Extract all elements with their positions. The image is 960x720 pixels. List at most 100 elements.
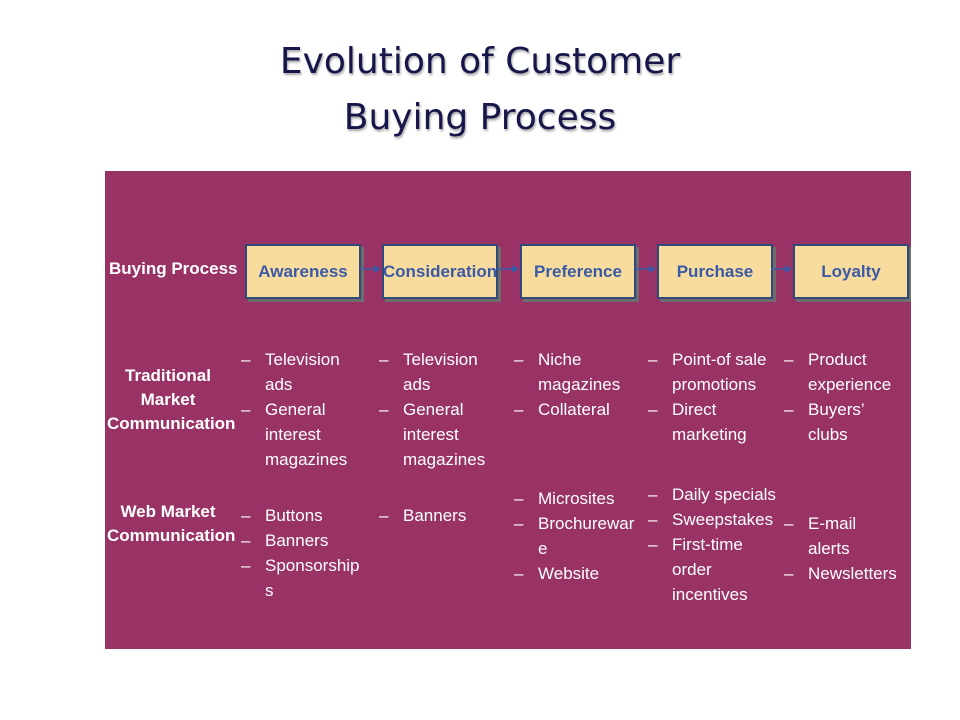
list-item-text: Buttons [265, 506, 323, 525]
dash-bullet-icon: – [241, 506, 251, 525]
title-line-2: Buying Process [343, 97, 617, 138]
list-item: –Collateral [514, 397, 646, 422]
dash-bullet-icon: – [514, 564, 524, 583]
stage-preference: Preference [520, 244, 636, 299]
list-item-text: Television [265, 350, 340, 369]
stage-loyalty: Loyalty [793, 244, 909, 299]
list-item-text: interest [265, 425, 321, 444]
list-item-text: magazines [265, 450, 348, 469]
list-item-text: Television [403, 350, 478, 369]
list-item: –Banners [241, 528, 373, 553]
dash-bullet-icon: – [241, 556, 251, 575]
dash-bullet-icon: – [514, 350, 524, 369]
row-label-line: Communication [107, 526, 236, 545]
list-item-text: Buyers’ [808, 400, 865, 419]
list-item: –General interest magazines [241, 397, 373, 472]
list-item-text: Website [538, 564, 600, 583]
list-item-text: Product [808, 350, 867, 369]
stage-purchase: Purchase [657, 244, 773, 299]
right-arrow-icon [360, 265, 381, 273]
list-item-text: General [403, 400, 464, 419]
dash-bullet-icon: – [648, 485, 658, 504]
stage-awareness: Awareness [245, 244, 361, 299]
row-label-line: Traditional [125, 366, 211, 385]
list-item: –Buyers’clubs [784, 397, 911, 447]
list-item-text: order [672, 560, 712, 579]
row-label-traditional: Traditional Market Communication [107, 364, 236, 436]
stage-label: Awareness [258, 261, 348, 281]
right-arrow-icon [635, 265, 656, 273]
list-item-text: Sweepstakes [672, 510, 774, 529]
list-item-text: experience [808, 375, 892, 394]
dash-bullet-icon: – [784, 350, 794, 369]
list-item-text: First-time [672, 535, 743, 554]
row-label-buying-process: Buying Process [109, 259, 238, 278]
stage-label: Loyalty [821, 261, 881, 281]
list-item: –Sponsorship s [241, 553, 373, 603]
list-item: –Buttons [241, 503, 373, 528]
row-label-line: Market [140, 390, 196, 409]
list-item-text: s [265, 581, 274, 600]
row-label-web: Web Market Communication [107, 500, 236, 548]
stage-consideration: Consideration [382, 244, 498, 299]
dash-bullet-icon: – [514, 514, 524, 533]
list-item: –Television ads [241, 347, 373, 397]
dash-bullet-icon: – [514, 400, 524, 419]
dash-bullet-icon: – [241, 350, 251, 369]
dash-bullet-icon: – [784, 514, 794, 533]
list-item-text: Direct [672, 400, 717, 419]
list-item: –Microsites [514, 486, 646, 511]
list-item: –Brochurewar e [514, 511, 646, 561]
list-item: –Banners [379, 503, 511, 528]
dash-bullet-icon: – [648, 350, 658, 369]
list-item-text: ads [265, 375, 293, 394]
list-item-text: Daily specials [672, 485, 776, 504]
list-item: –Sweepstakes [648, 507, 780, 532]
stage-label: Purchase [676, 261, 754, 281]
list-item-text: magazines [538, 375, 621, 394]
list-item-text: alerts [808, 539, 850, 558]
list-item: –Product experience [784, 347, 911, 397]
list-item-text: e [538, 539, 548, 558]
title-line-1: Evolution of Customer [279, 41, 681, 82]
dash-bullet-icon: – [648, 510, 658, 529]
list-item: –Newsletters [784, 561, 911, 586]
list-item-text: Sponsorship [265, 556, 360, 575]
list-item-text: General [265, 400, 326, 419]
list-item-text: Banners [403, 506, 467, 525]
traditional-column-loyalty: –Product experience –Buyers’clubs [784, 347, 911, 447]
row-label-line: Communication [107, 414, 236, 433]
dash-bullet-icon: – [379, 400, 389, 419]
dash-bullet-icon: – [648, 400, 658, 419]
list-item-text: Brochurewar [538, 514, 635, 533]
list-item-text: interest [403, 425, 459, 444]
dash-bullet-icon: – [379, 506, 389, 525]
list-item: –Direct marketing [648, 397, 780, 447]
dash-bullet-icon: – [379, 350, 389, 369]
dash-bullet-icon: – [514, 489, 524, 508]
list-item-text: Newsletters [808, 564, 897, 583]
list-item-text: Collateral [538, 400, 610, 419]
list-item-text: marketing [672, 425, 747, 444]
dash-bullet-icon: – [784, 564, 794, 583]
right-arrow-icon [771, 265, 792, 273]
list-item-text: incentives [672, 585, 748, 604]
stage-label: Preference [534, 261, 622, 281]
dash-bullet-icon: – [241, 400, 251, 419]
slide-title: Evolution of Customer Buying Process [0, 34, 960, 146]
web-column-consideration: –Banners [379, 503, 511, 528]
list-item: –Daily specials [648, 482, 780, 507]
